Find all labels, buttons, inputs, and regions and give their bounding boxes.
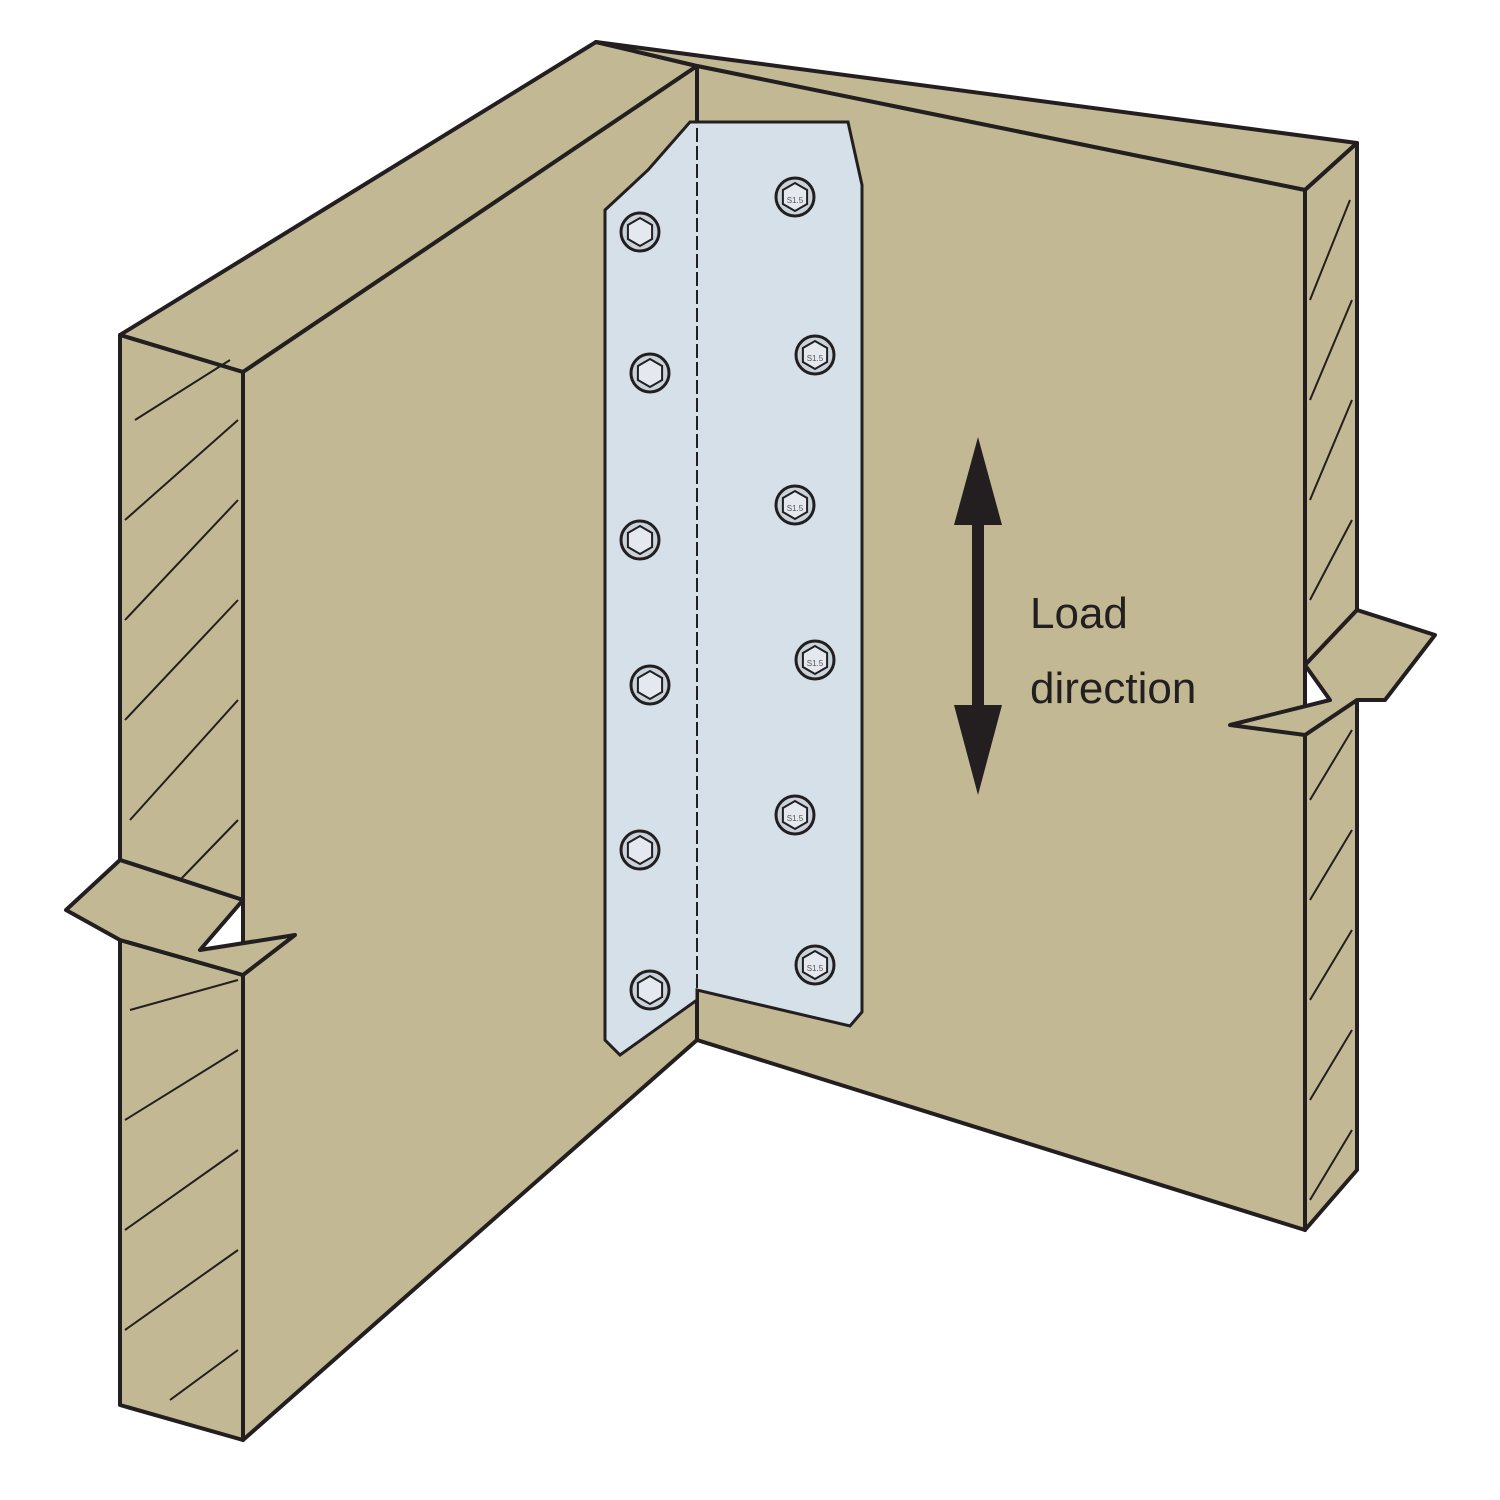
fastener-marking: S1.5 [787,504,804,513]
screw-head-icon [619,829,661,871]
load-label-line2: direction [1030,664,1197,713]
screws: S1.5S1.5S1.5S1.5S1.5S1.5 [619,176,836,1011]
fastener-marking: S1.5 [807,964,824,973]
screw-head-icon: S1.5 [774,484,816,526]
screw-head-icon: S1.5 [774,794,816,836]
screw-head-icon [629,969,671,1011]
right-board-end-upper [1303,141,1359,667]
screw-head-icon [619,211,661,253]
fastener-marking: S1.5 [787,814,804,823]
screw-head-icon: S1.5 [794,334,836,376]
load-direction-arrow [954,437,1002,795]
fastener-marking: S1.5 [807,659,824,668]
left-board-end-upper [118,333,245,902]
screw-head-icon: S1.5 [774,176,816,218]
load-label-line1: Load [1030,589,1128,638]
left-board-break [64,858,297,977]
fastener-marking: S1.5 [807,354,824,363]
screw-head-icon: S1.5 [794,944,836,986]
wood-grain [124,199,1353,1401]
screw-head-icon [629,352,671,394]
fastener-marking: S1.5 [787,196,804,205]
screw-head-icon: S1.5 [794,639,836,681]
right-board-break [1228,608,1437,737]
screw-head-icon [619,519,661,561]
angle-plate [603,120,864,1057]
screw-head-icon [629,664,671,706]
